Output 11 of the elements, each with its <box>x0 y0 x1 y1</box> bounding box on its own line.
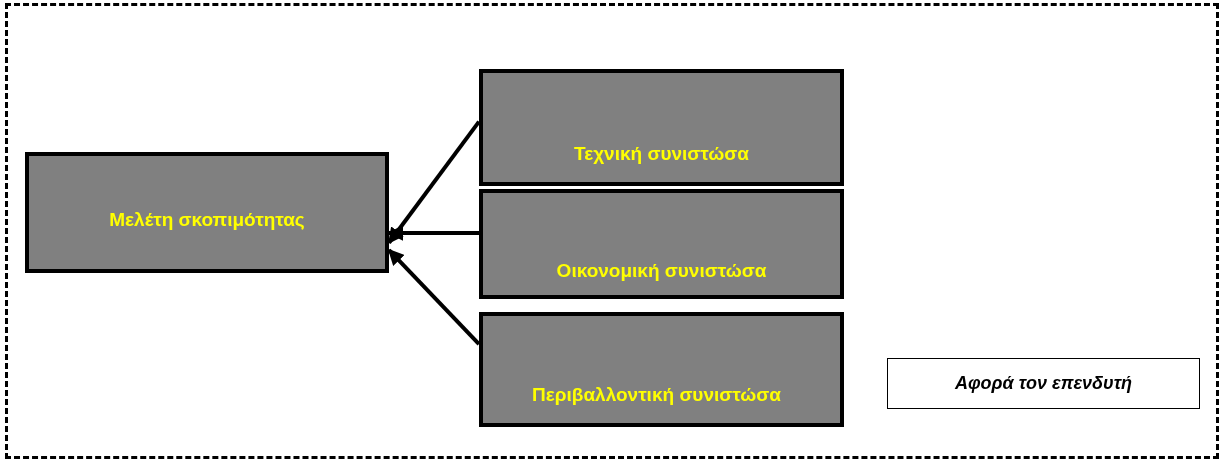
component-box <box>479 312 844 427</box>
component-box <box>479 69 844 186</box>
box-label: Οικονομική συνιστώσα <box>556 260 767 282</box>
note-box <box>887 358 1200 409</box>
dashed-frame <box>5 3 1219 459</box>
component-box <box>479 189 844 299</box>
main-box <box>25 152 389 273</box>
note-text: Αφορά τον επενδυτή <box>954 373 1133 394</box>
box-label: Μελέτη σκοπιμότητας <box>109 208 305 231</box>
box-label: Τεχνική συνιστώσα <box>573 143 750 165</box>
box-label: Περιβαλλοντική συνιστώσα <box>532 384 781 406</box>
